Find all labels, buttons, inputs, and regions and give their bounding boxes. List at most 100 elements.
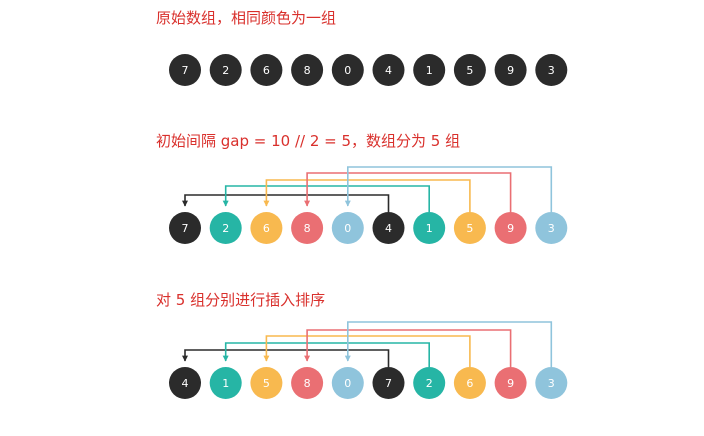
- section-1-node-2: 2: [209, 54, 242, 86]
- node-value: 5: [466, 222, 473, 235]
- node-value: 8: [304, 64, 311, 77]
- section-3-node-3: 5: [250, 367, 283, 399]
- node-value: 9: [507, 222, 514, 235]
- node-value: 6: [466, 377, 473, 390]
- section-2-group-5-arrow: [344, 166, 553, 212]
- node-value: 7: [182, 64, 189, 77]
- node-value: 0: [344, 222, 351, 235]
- node-value: 7: [182, 222, 189, 235]
- node-circle: [453, 212, 486, 244]
- node-circle: [494, 212, 527, 244]
- node-value: 5: [263, 377, 270, 390]
- node-circle: [331, 54, 364, 86]
- section-3-group-2-arrow: [222, 342, 430, 367]
- section-3-group-1-arrow: [182, 349, 390, 367]
- section-2-node-6: 4: [372, 212, 405, 244]
- node-circle: [169, 54, 201, 86]
- node-circle: [372, 367, 405, 399]
- node-circle: [535, 54, 568, 86]
- node-circle: [169, 367, 201, 399]
- node-circle: [250, 54, 283, 86]
- node-circle: [413, 54, 446, 86]
- node-circle: [209, 212, 242, 244]
- node-value: 3: [548, 222, 555, 235]
- section-1-node-9: 9: [494, 54, 527, 86]
- section-3-node-9: 9: [494, 367, 527, 399]
- node-circle: [250, 212, 283, 244]
- section-2-group-2-arrow: [222, 185, 430, 212]
- node-circle: [453, 367, 486, 399]
- node-circle: [291, 212, 324, 244]
- section-3-node-10: 3: [535, 367, 568, 399]
- node-circle: [291, 54, 324, 86]
- node-circle: [372, 54, 405, 86]
- node-value: 4: [385, 64, 392, 77]
- section-1-heading: 原始数组，相同颜色为一组: [156, 9, 337, 27]
- section-1-node-6: 4: [372, 54, 405, 86]
- section-3-group-5-arrow: [344, 321, 553, 367]
- section-2-node-1: 7: [169, 212, 201, 244]
- section-2-node-10: 3: [535, 212, 568, 244]
- node-value: 2: [426, 377, 433, 390]
- node-value: 1: [222, 377, 229, 390]
- node-value: 0: [344, 64, 351, 77]
- section-2-heading: 初始间隔 gap = 10 // 2 = 5，数组分为 5 组: [156, 132, 461, 150]
- section-1-node-5: 0: [331, 54, 364, 86]
- node-value: 4: [385, 222, 392, 235]
- section-3-group-4-arrow: [304, 329, 512, 367]
- section-2-node-5: 0: [331, 212, 364, 244]
- section-1-node-8: 5: [453, 54, 486, 86]
- node-circle: [331, 367, 364, 399]
- node-circle: [291, 367, 324, 399]
- section-3-node-4: 8: [291, 367, 324, 399]
- section-1-node-3: 6: [250, 54, 283, 86]
- section-2-group-3-arrow: [263, 179, 471, 212]
- section-2-group-1-arrow: [182, 194, 390, 212]
- section-3-node-6: 7: [372, 367, 405, 399]
- node-circle: [372, 212, 405, 244]
- section-3-group-3-arrow: [263, 335, 471, 367]
- node-circle: [494, 54, 527, 86]
- section-3-node-2: 1: [209, 367, 242, 399]
- node-value: 5: [466, 64, 473, 77]
- node-circle: [209, 367, 242, 399]
- node-value: 6: [263, 64, 270, 77]
- node-value: 3: [548, 377, 555, 390]
- node-circle: [413, 212, 446, 244]
- section-1-node-1: 7: [169, 54, 201, 86]
- section-2-node-2: 2: [209, 212, 242, 244]
- node-value: 8: [304, 222, 311, 235]
- section-2-node-8: 5: [453, 212, 486, 244]
- node-value: 9: [507, 64, 514, 77]
- node-value: 1: [426, 222, 433, 235]
- section-3-node-5: 0: [331, 367, 364, 399]
- section-2-node-4: 8: [291, 212, 324, 244]
- node-circle: [250, 367, 283, 399]
- node-circle: [169, 212, 201, 244]
- section-2-node-9: 9: [494, 212, 527, 244]
- node-circle: [494, 367, 527, 399]
- node-value: 2: [222, 222, 229, 235]
- node-value: 1: [426, 64, 433, 77]
- node-value: 3: [548, 64, 555, 77]
- node-value: 2: [222, 64, 229, 77]
- node-value: 6: [263, 222, 270, 235]
- section-2-node-7: 1: [413, 212, 446, 244]
- node-value: 0: [344, 377, 351, 390]
- section-1-node-7: 1: [413, 54, 446, 86]
- node-circle: [331, 212, 364, 244]
- section-1-node-10: 3: [535, 54, 568, 86]
- node-circle: [535, 367, 568, 399]
- section-2-node-3: 6: [250, 212, 283, 244]
- section-3-node-7: 2: [413, 367, 446, 399]
- node-value: 7: [385, 377, 392, 390]
- section-2-group-4-arrow: [304, 172, 512, 212]
- section-1-node-4: 8: [291, 54, 324, 86]
- node-circle: [535, 212, 568, 244]
- section-3-node-8: 6: [453, 367, 486, 399]
- node-value: 8: [304, 377, 311, 390]
- node-circle: [209, 54, 242, 86]
- node-value: 9: [507, 377, 514, 390]
- node-circle: [413, 367, 446, 399]
